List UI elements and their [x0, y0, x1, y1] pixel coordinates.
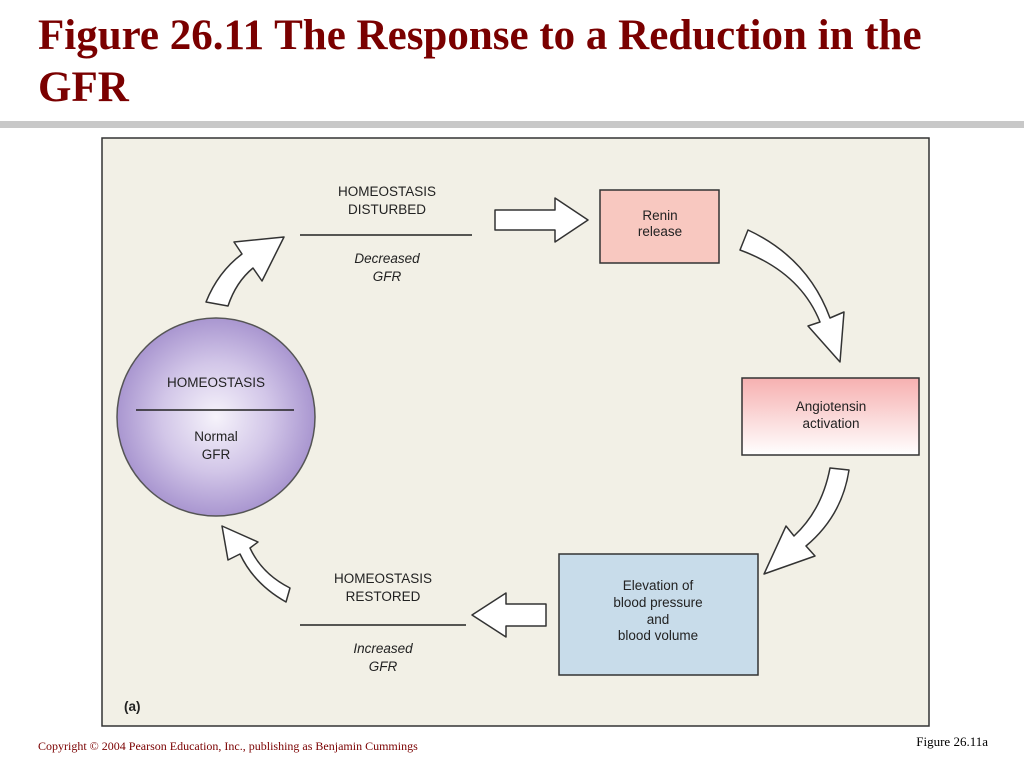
angiotensin-activation-box: Angiotensin activation: [741, 377, 920, 456]
title-divider: [0, 121, 1024, 128]
restored-line1: HOMEOSTASIS: [334, 571, 432, 586]
angiotensin-line1: Angiotensin: [796, 399, 867, 414]
elevation-line2: blood pressure: [613, 595, 702, 610]
arrow-to-restored: [471, 592, 547, 638]
slide-title: Figure 26.11 The Response to a Reduction…: [38, 12, 922, 111]
figure-reference: Figure 26.11a: [916, 734, 988, 749]
renin-release-box: Renin release: [599, 189, 720, 264]
restored-cause-line2: GFR: [369, 659, 398, 674]
elevation-line3: and: [647, 612, 670, 627]
restored-line2: RESTORED: [346, 589, 421, 604]
disturbed-cause-line1: Decreased: [354, 251, 420, 266]
restored-cause-line1: Increased: [353, 641, 413, 656]
elevation-line4: blood volume: [618, 628, 698, 643]
copyright-notice: Copyright © 2004 Pearson Education, Inc.…: [38, 739, 418, 753]
elevation-line1: Elevation of: [623, 578, 694, 593]
homeostasis-circle: HOMEOSTASIS Normal GFR: [116, 317, 316, 517]
arrow-to-disturbed: [205, 236, 285, 307]
arrow-to-renin: [494, 197, 589, 243]
disturbed-line2: DISTURBED: [348, 202, 426, 217]
renin-line1: Renin: [642, 208, 677, 223]
angiotensin-line2: activation: [802, 416, 859, 431]
renin-line2: release: [638, 224, 682, 239]
homeostasis-restored-label: HOMEOSTASIS RESTORED Increased GFR: [300, 571, 466, 674]
elevation-box: Elevation of blood pressure and blood vo…: [558, 553, 759, 676]
homeostasis-state-line1: Normal: [194, 429, 238, 444]
arrow-to-elevation: [763, 467, 850, 575]
disturbed-cause-line2: GFR: [373, 269, 402, 284]
panel-label: (a): [124, 699, 141, 714]
homeostasis-heading: HOMEOSTASIS: [167, 375, 265, 390]
arrow-to-angiotensin: [739, 229, 845, 363]
arrow-to-homeostasis: [221, 525, 291, 603]
disturbed-line1: HOMEOSTASIS: [338, 184, 436, 199]
homeostasis-state-line2: GFR: [202, 447, 231, 462]
homeostasis-disturbed-label: HOMEOSTASIS DISTURBED Decreased GFR: [300, 184, 472, 284]
